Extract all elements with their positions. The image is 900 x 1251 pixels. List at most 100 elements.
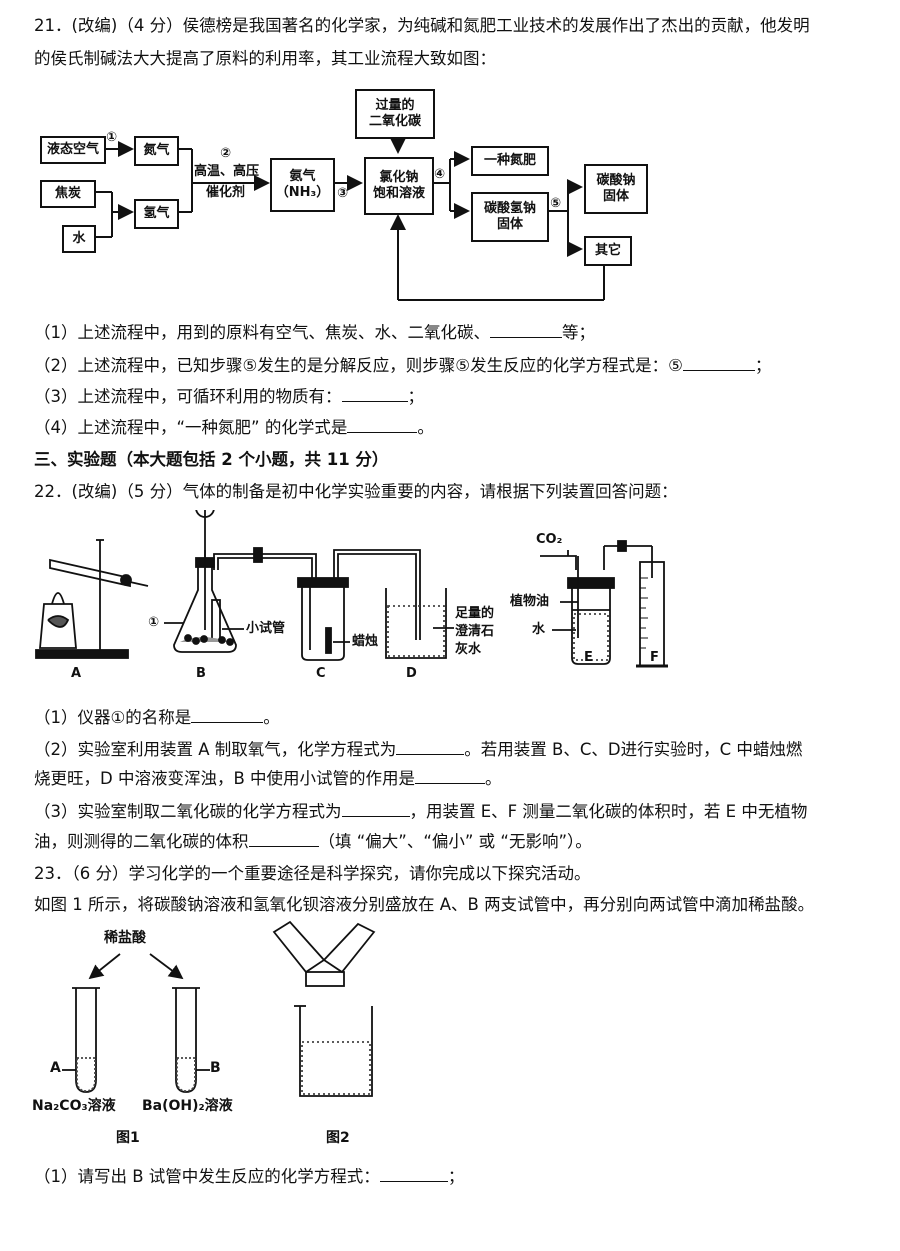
q23-sub1-text: （1）请写出 B 试管中发生反应的化学方程式： <box>34 1167 380 1186</box>
flow-hydrogen: 氢气 <box>134 199 179 229</box>
flow-co2-line2: 二氧化碳 <box>368 114 421 129</box>
apparatus-D-label: D <box>406 666 417 681</box>
figure-1-caption: 图1 <box>116 1130 140 1146</box>
q23-figures: 稀盐酸 A B Na₂CO₃溶液 Ba(OH)₂溶液 图1 图2 <box>0 920 900 1160</box>
q21-sub3-answer-blank[interactable] <box>341 386 408 402</box>
q22-apparatus-drawing <box>35 510 668 668</box>
flow-liquid-air: 液态空气 <box>40 136 106 164</box>
q21-sub1: （1）上述流程中，用到的原料有空气、焦炭、水、二氧化碳、 等； <box>34 321 595 345</box>
flow-step4: ④ <box>434 167 446 182</box>
q21-sub1-text: （1）上述流程中，用到的原料有空气、焦炭、水、二氧化碳、 <box>34 323 490 342</box>
flow-condition-2: 催化剂 <box>206 185 246 200</box>
q21-sub4-answer-blank[interactable] <box>347 417 418 433</box>
q21-sub4-suffix: 。 <box>417 418 434 437</box>
q22-apparatus-figure: A B C D E F ① 小试管 蜡烛 足量的 澄清石 灰水 CO₂ 植物油 … <box>0 510 900 690</box>
flow-water: 水 <box>62 225 96 253</box>
co2-label: CO₂ <box>536 532 563 547</box>
q22-sub2-text: （2）实验室利用装置 A 制取氧气，化学方程式为 <box>34 740 397 759</box>
q22-sub2-text2: 烧更旺，D 中溶液变浑浊，B 中使用小试管的作用是 <box>34 769 416 788</box>
q22-sub2-continued: 。若用装置 B、C、D进行实验时，C 中蜡烛燃 <box>464 740 803 759</box>
q21-stem-line1: 21．(改编)（4 分）侯德榜是我国著名的化学家，为纯碱和氮肥工业技术的发展作出… <box>34 16 810 35</box>
q22-sub1-suffix: 。 <box>263 708 280 727</box>
q21-sub1-answer-blank[interactable] <box>490 322 562 338</box>
q23-stem-line2: 如图 1 所示，将碳酸钠溶液和氢氧化钡溶液分别盛放在 A、B 两支试管中，再分别… <box>34 895 815 914</box>
apparatus-A-label: A <box>71 666 82 681</box>
na2co3-solution-label: Na₂CO₃溶液 <box>32 1098 116 1114</box>
q22-sub2-purpose-blank[interactable] <box>415 768 486 784</box>
q21-sub3: （3）上述流程中，可循环利用的物质有： ； <box>34 385 424 409</box>
q22-sub1-text: （1）仪器①的名称是 <box>34 708 192 727</box>
flow-na2co3-line2: 固体 <box>602 189 629 204</box>
q21-sub3-suffix: ； <box>407 387 425 406</box>
flow-step5: ⑤ <box>550 196 562 211</box>
flow-step2: ② <box>220 146 232 161</box>
q23-sub1: （1）请写出 B 试管中发生反应的化学方程式： ； <box>34 1165 464 1189</box>
instrument-1-label: ① <box>148 615 160 630</box>
flow-fertilizer: 一种氮肥 <box>471 146 549 176</box>
q22-sub1-answer-blank[interactable] <box>191 707 264 723</box>
q22-sub1: （1）仪器①的名称是 。 <box>34 706 280 730</box>
flow-nacl-line1: 氯化钠 <box>379 170 419 185</box>
flow-na2co3: 碳酸钠 固体 <box>584 164 648 214</box>
q21-sub4: （4）上述流程中，“一种氮肥” 的化学式是 。 <box>34 416 434 440</box>
q21-sub2-answer-blank[interactable] <box>682 355 755 371</box>
flow-step1: ① <box>106 130 118 145</box>
q21-sub4-text: （4）上述流程中，“一种氮肥” 的化学式是 <box>34 418 348 437</box>
section3-heading: 三、实验题（本大题包括 2 个小题，共 11 分） <box>34 450 389 469</box>
q22-sub3-line2: 油，则测得的二氧化碳的体积 （填 “偏大”、“偏小” 或 “无影响”）。 <box>34 830 592 854</box>
q21-sub2-text: （2）上述流程中，已知步骤⑤发生的是分解反应，则步骤⑤发生反应的化学方程式是：⑤ <box>34 356 683 375</box>
apparatus-F-label: F <box>650 650 659 665</box>
apparatus-B-label: B <box>196 666 206 681</box>
flow-nacl-line2: 饱和溶液 <box>372 186 425 201</box>
q22-sub3-equation-blank[interactable] <box>341 801 410 817</box>
q21-stem-line2: 的侯氏制碱法大大提高了原料的利用率，其工业流程大致如图： <box>34 49 496 68</box>
q22-sub3-text2: 油，则测得的二氧化碳的体积 <box>34 832 249 851</box>
q21-sub2-suffix: ； <box>754 356 772 375</box>
flow-ammonia: 氨气 （NH₃） <box>270 158 335 212</box>
q22-stem: 22．(改编)（5 分）气体的制备是初中化学实验重要的内容，请根据下列装置回答问… <box>34 482 678 501</box>
flow-nahco3-line2: 固体 <box>496 217 523 232</box>
q22-sub3-suffix: （填 “偏大”、“偏小” 或 “无影响”）。 <box>318 832 592 851</box>
flow-nahco3-line1: 碳酸氢钠 <box>483 201 536 216</box>
q22-sub2-suffix: 。 <box>485 769 502 788</box>
dilute-hcl-label: 稀盐酸 <box>104 930 146 946</box>
small-tube-label: 小试管 <box>246 621 286 636</box>
apparatus-E-label: E <box>584 650 593 665</box>
flow-ammonia-name: 氨气 <box>289 169 316 184</box>
q22-sub3-continued: ，用装置 E、F 测量二氧化碳的体积时，若 E 中无植物 <box>409 802 808 821</box>
q22-sub3-text: （3）实验室制取二氧化碳的化学方程式为 <box>34 802 342 821</box>
q22-sub3-volume-blank[interactable] <box>248 831 319 847</box>
figure-2-caption: 图2 <box>326 1130 350 1146</box>
q23-sub1-answer-blank[interactable] <box>379 1166 448 1182</box>
tube-B-label: B <box>210 1060 221 1076</box>
apparatus-C-label: C <box>316 666 326 681</box>
limewater-label-3: 灰水 <box>455 642 482 657</box>
q21-sub1-suffix: 等； <box>562 323 595 342</box>
q23-drawing <box>62 920 376 1097</box>
q22-sub2-equation-blank[interactable] <box>396 739 465 755</box>
q23-stem: 23．（6 分）学习化学的一个重要途径是科学探究，请你完成以下探究活动。 <box>34 864 591 883</box>
water-label: 水 <box>532 622 546 637</box>
flow-step3: ③ <box>337 186 349 201</box>
limewater-label-2: 澄清石 <box>455 624 495 639</box>
baoh2-solution-label: Ba(OH)₂溶液 <box>142 1098 233 1114</box>
flow-na2co3-line1: 碳酸钠 <box>596 173 636 188</box>
limewater-label-1: 足量的 <box>455 606 495 621</box>
q23-sub1-suffix: ； <box>447 1167 465 1186</box>
q22-sub2-line1: （2）实验室利用装置 A 制取氧气，化学方程式为 。若用装置 B、C、D进行实验时… <box>34 738 802 762</box>
flow-coke: 焦炭 <box>40 180 96 208</box>
flow-other: 其它 <box>584 236 632 266</box>
tube-A-label: A <box>50 1060 61 1076</box>
flow-nitrogen: 氮气 <box>134 136 179 166</box>
q21-sub2: （2）上述流程中，已知步骤⑤发生的是分解反应，则步骤⑤发生反应的化学方程式是：⑤… <box>34 354 771 378</box>
flow-ammonia-formula: （NH₃） <box>275 185 330 200</box>
candle-label: 蜡烛 <box>352 634 379 649</box>
flow-co2: 过量的 二氧化碳 <box>355 89 435 139</box>
q22-sub2-line2: 烧更旺，D 中溶液变浑浊，B 中使用小试管的作用是 。 <box>34 767 502 791</box>
flow-condition-1: 高温、高压 <box>194 164 260 179</box>
flow-co2-line1: 过量的 <box>375 98 415 113</box>
oil-label: 植物油 <box>510 594 550 609</box>
flow-nacl-solution: 氯化钠 饱和溶液 <box>364 157 434 215</box>
q22-sub3-line1: （3）实验室制取二氧化碳的化学方程式为 ，用装置 E、F 测量二氧化碳的体积时，若… <box>34 800 807 824</box>
q21-sub3-text: （3）上述流程中，可循环利用的物质有： <box>34 387 342 406</box>
